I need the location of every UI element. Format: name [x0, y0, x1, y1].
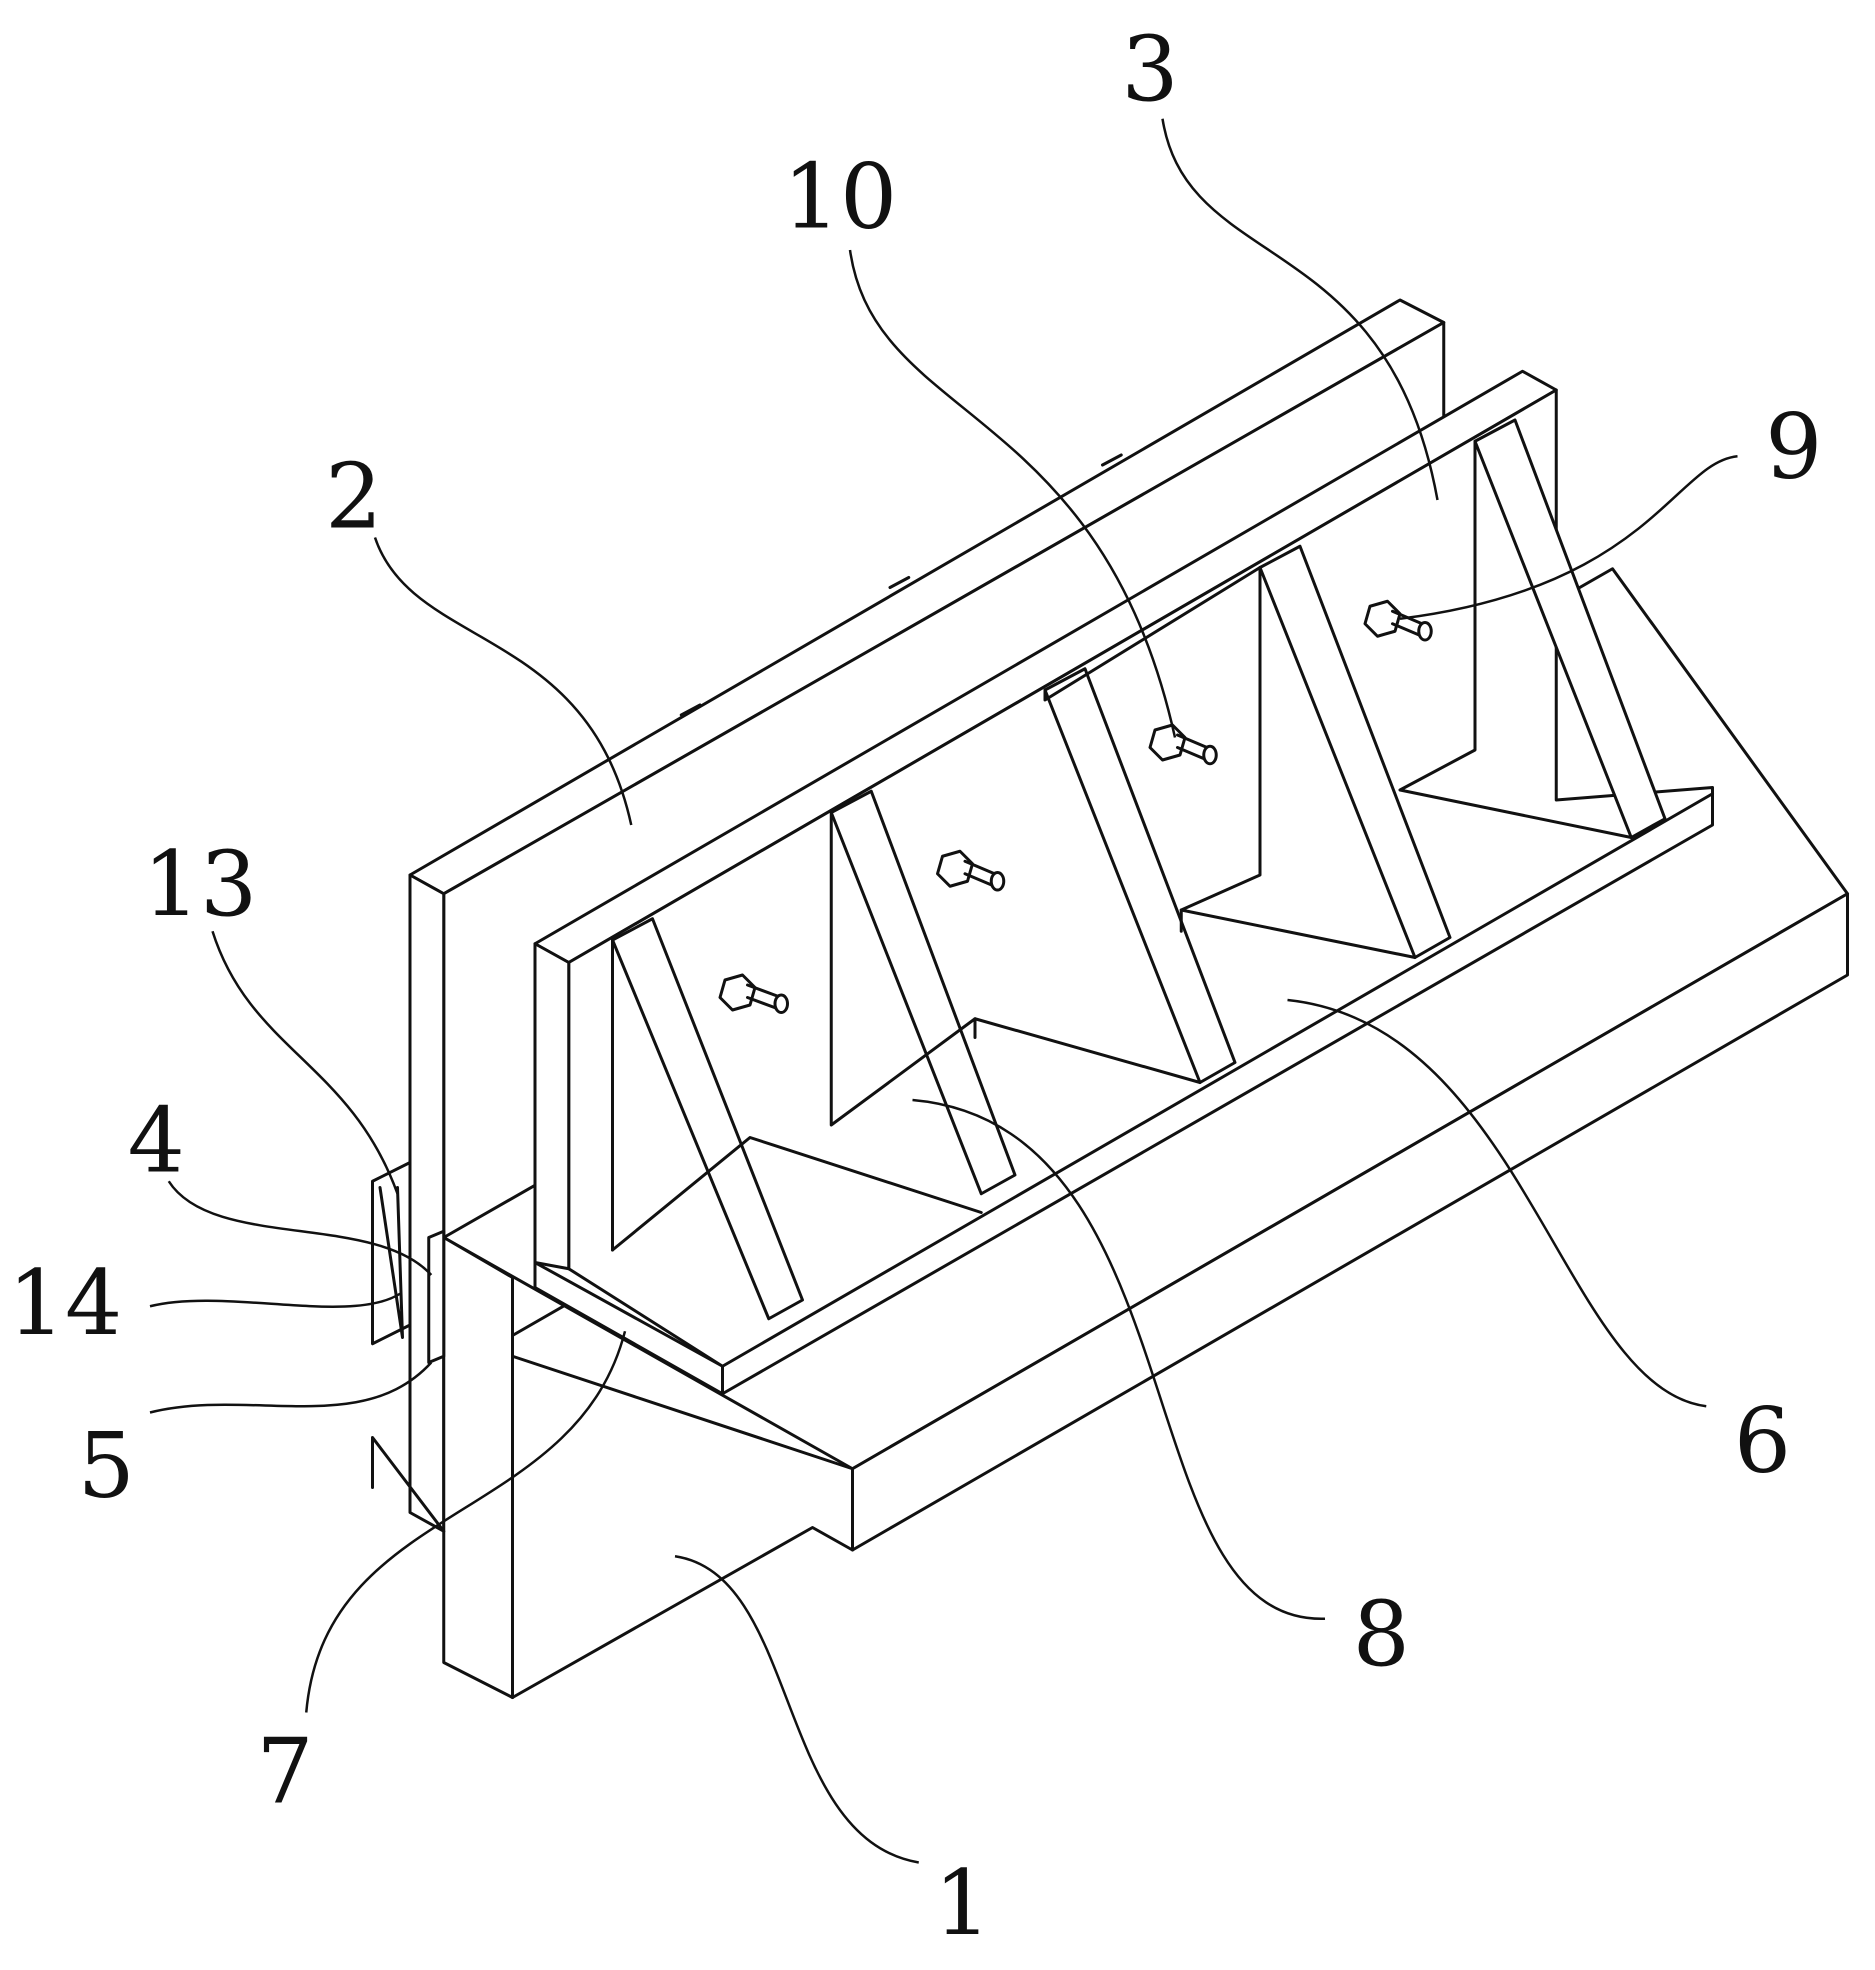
label-10: 10 — [783, 145, 898, 250]
label-9: 9 — [1765, 395, 1822, 500]
label-14: 14 — [8, 1251, 123, 1356]
label-13: 13 — [143, 832, 258, 937]
label-6: 6 — [1734, 1388, 1791, 1493]
label-5: 5 — [78, 1413, 135, 1518]
label-2: 2 — [325, 445, 382, 550]
label-3: 3 — [1121, 17, 1178, 122]
label-7: 7 — [256, 1720, 313, 1825]
label-8: 8 — [1353, 1582, 1410, 1687]
label-1: 1 — [934, 1851, 991, 1956]
label-4: 4 — [128, 1088, 185, 1193]
